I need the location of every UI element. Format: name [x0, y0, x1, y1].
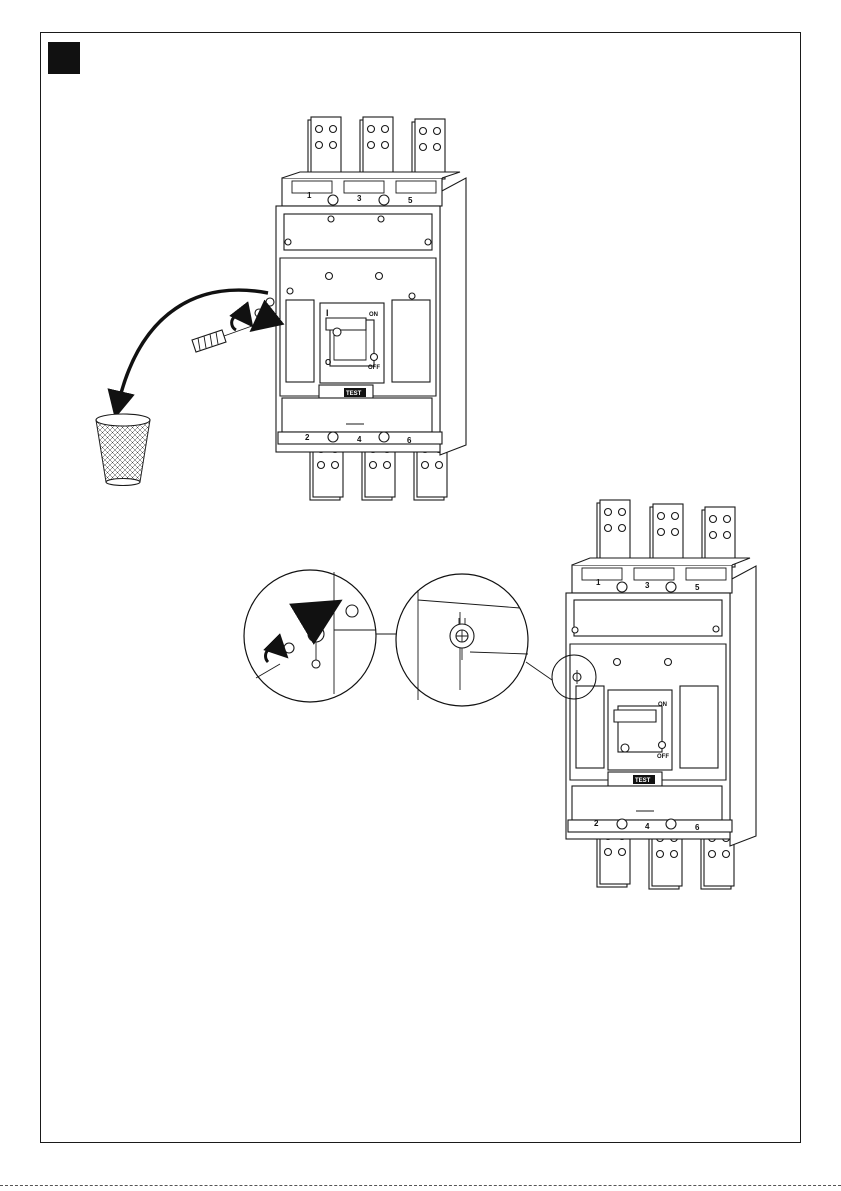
terminal-label-1: 1	[307, 191, 312, 200]
terminal-label-5: 5	[408, 196, 413, 205]
test-button-label: TEST	[346, 391, 362, 397]
busbar-top-1b	[597, 500, 630, 563]
off-label-lower: OFF	[657, 754, 669, 760]
terminal-label-2b: 2	[594, 819, 599, 828]
terminal-label-4: 4	[357, 435, 362, 444]
terminal-label-2: 2	[305, 433, 310, 442]
busbar-top-3	[360, 117, 393, 180]
terminal-label-3: 3	[357, 194, 362, 203]
on-symbol: I	[326, 308, 329, 318]
terminal-label-6: 6	[407, 436, 412, 445]
terminal-label-4b: 4	[645, 822, 650, 831]
off-symbol: O	[325, 358, 331, 367]
rotate-arrow-icon	[232, 315, 246, 330]
detail-seal-install	[244, 570, 376, 702]
terminal-label-3b: 3	[645, 581, 650, 590]
terminal-label-1b: 1	[596, 578, 601, 587]
pull-arrow-icon	[262, 314, 272, 322]
on-label: ON	[369, 312, 378, 318]
screw-removal	[96, 290, 274, 485]
off-label: OFF	[368, 365, 380, 371]
breaker-lower: ON OFF TEST 1 3 5 2 4 6	[566, 500, 756, 889]
curved-discard-arrow-icon	[118, 290, 268, 405]
terminal-label-6b: 6	[695, 823, 700, 832]
sealing-screw-icon	[255, 309, 263, 317]
terminal-label-5b: 5	[695, 583, 700, 592]
breaker-upper: I ON O OFF TEST 1 3 5 2 4 6	[276, 117, 466, 500]
waste-bin-icon	[96, 414, 150, 486]
screwdriver-icon	[192, 326, 252, 352]
detail-seal-installed	[396, 574, 528, 706]
busbar-top-1	[308, 117, 341, 180]
on-label-lower: ON	[658, 702, 667, 708]
test-button-label-lower: TEST	[635, 778, 651, 784]
